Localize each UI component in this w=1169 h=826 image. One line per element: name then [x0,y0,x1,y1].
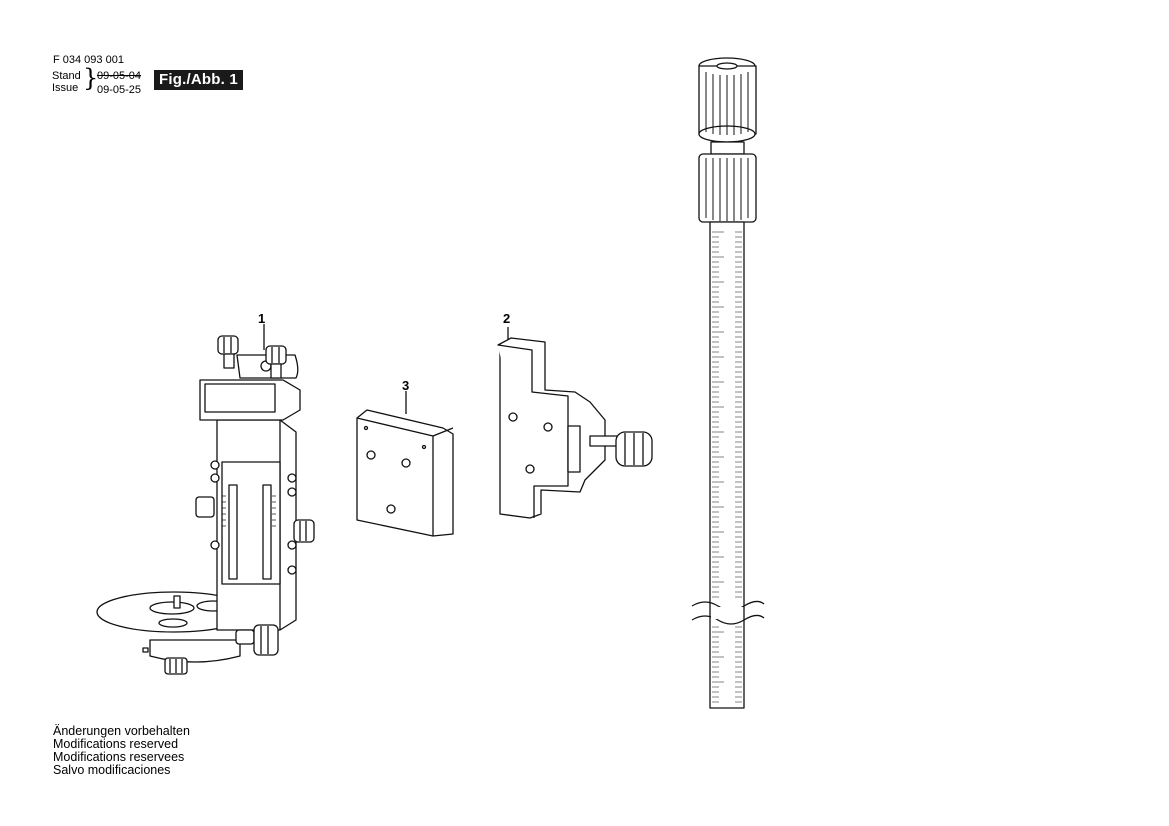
stand-label: Stand [52,70,81,82]
issue-date: 09-05-25 [97,84,142,96]
rod-scale [712,231,742,703]
wall-mount-bracket [96,324,315,675]
footer-line-es: Salvo modificaciones [53,763,171,777]
figure-label: Fig./Abb. 1 [154,70,243,90]
telescopic-rod [691,57,765,709]
issue-label: Issue [52,82,79,94]
magnetic-plate [356,391,454,537]
part-number-1: 1 [258,311,266,326]
document-number: F 034 093 001 [53,54,124,66]
stand-date: 09-05-04 [97,70,142,82]
footer-line-fr: Modifications reservees [53,750,185,764]
footer-line-en: Modifications reserved [53,737,179,751]
part-number-2: 2 [503,311,511,326]
adapter-bracket [497,327,653,519]
footer-line-de: Änderungen vorbehalten [53,724,190,738]
footer-notes: Änderungen vorbehalten Modifications res… [53,725,190,777]
part-number-3: 3 [402,378,410,393]
brace-glyph: } [83,64,99,92]
